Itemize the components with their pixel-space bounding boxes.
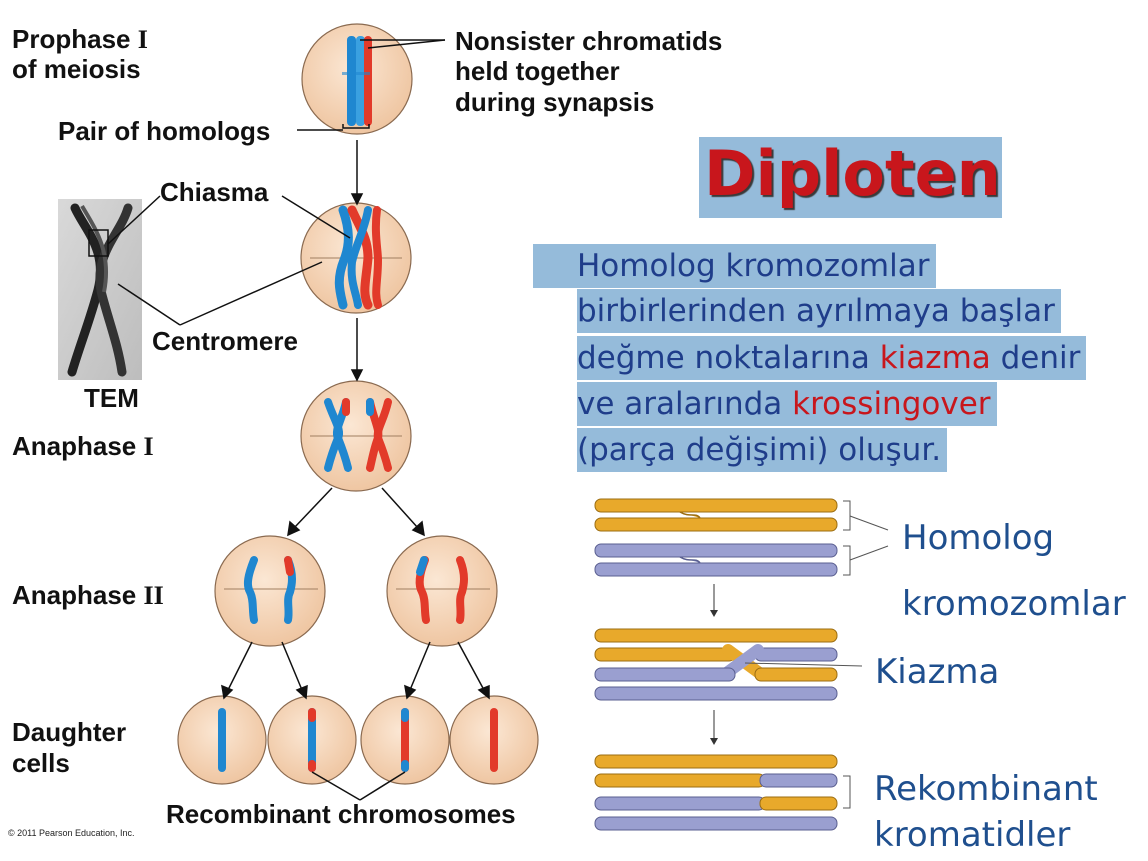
bullet-line-1: Homolog kromozomlar: [533, 244, 936, 288]
label-homolog: Homolog: [902, 518, 1055, 558]
label-kromatidler: kromatidler: [874, 815, 1071, 855]
cell-anaphase-2-right: [386, 535, 498, 647]
term-kiazma: kiazma: [879, 340, 991, 376]
label-daughter: Daughter: [12, 717, 127, 747]
label-nonsister-3: during synapsis: [455, 87, 655, 117]
homolog-pair-middle: [594, 628, 863, 701]
daughter-cells: [177, 695, 539, 785]
bullet-line-2: birbirlerinden ayrılmaya başlar: [577, 289, 1061, 333]
homolog-pair-top: [594, 498, 889, 577]
label-pair-of-homologs: Pair of homologs: [58, 116, 271, 146]
cell-anaphase-1: [300, 380, 412, 492]
term-krossingover: krossingover: [792, 386, 991, 422]
label-centromere: Centromere: [152, 326, 298, 356]
bullet-line-3: değme noktalarına kiazma denir: [577, 336, 1087, 380]
bullet-line-5: (parça değişimi) oluşur.: [577, 428, 948, 472]
cell-prophase: [301, 23, 413, 135]
slide-title: Diploten: [704, 137, 1001, 210]
bullet-line-4: ve aralarında krossingover: [577, 382, 997, 426]
tem-micrograph: [58, 199, 142, 380]
label-tem: TEM: [84, 383, 139, 413]
label-cells: cells: [12, 748, 70, 778]
label-nonsister-2: held together: [455, 56, 620, 86]
label-kromozomlar: kromozomlar: [902, 584, 1126, 624]
flow-arrows: [221, 140, 490, 700]
copyright-notice: © 2011 Pearson Education, Inc.: [8, 828, 135, 838]
leader-lines: [107, 39, 446, 801]
label-of-meiosis: of meiosis: [12, 54, 141, 84]
cell-chiasma: [300, 202, 412, 314]
label-anaphase-2: Anaphase II: [12, 580, 164, 610]
recombinant-pair: [594, 754, 851, 831]
label-kiazma: Kiazma: [875, 652, 1000, 692]
cell-anaphase-2-left: [214, 535, 326, 647]
label-chiasma: Chiasma: [160, 177, 269, 207]
label-prophase: Prophase I: [12, 24, 148, 54]
label-anaphase-1: Anaphase I: [12, 431, 154, 461]
label-rekombinant: Rekombinant: [874, 769, 1098, 809]
crossover-schematic: [594, 498, 889, 831]
label-recombinant-chromosomes: Recombinant chromosomes: [166, 799, 516, 829]
label-nonsister-1: Nonsister chromatids: [455, 26, 723, 56]
title-background: [699, 137, 1002, 218]
